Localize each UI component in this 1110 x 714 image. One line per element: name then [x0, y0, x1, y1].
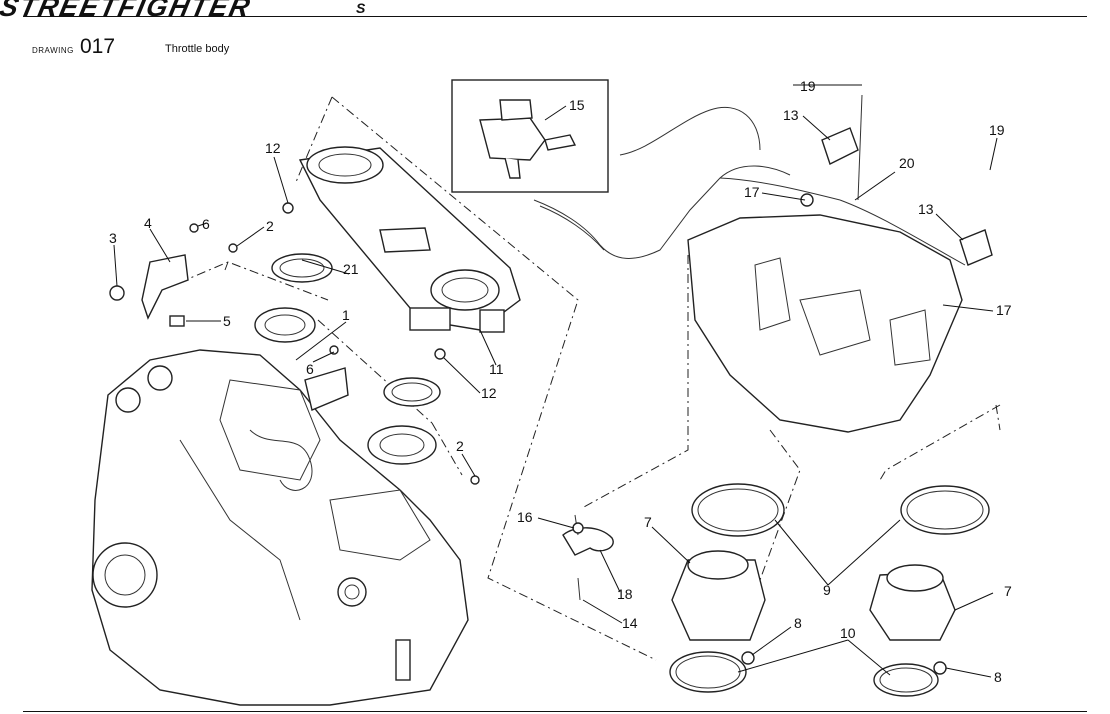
callout-7: 7 — [644, 514, 652, 530]
callout-21: 21 — [343, 261, 359, 277]
callout-8: 8 — [994, 669, 1002, 685]
header-divider — [23, 16, 1087, 17]
callout-6: 6 — [202, 216, 210, 232]
callout-3: 3 — [109, 230, 117, 246]
callout-12: 12 — [481, 385, 497, 401]
callout-labels: 12 6 2 3 4 5 21 1 6 11 12 2 15 19 13 17 … — [109, 78, 1012, 685]
callout-6: 6 — [306, 361, 314, 377]
footer-divider — [23, 711, 1087, 712]
callout-19: 19 — [989, 122, 1005, 138]
engine-assembly — [91, 349, 469, 706]
callout-11: 11 — [489, 361, 504, 377]
callout-9: 9 — [823, 582, 831, 598]
callout-12: 12 — [265, 140, 281, 156]
callout-8: 8 — [794, 615, 802, 631]
callout-19: 19 — [800, 78, 816, 94]
throttle-body-11 — [298, 146, 521, 333]
clamps-and-flanges — [109, 253, 614, 601]
page-header: STREETFIGHTER S — [0, 0, 1110, 40]
callout-2: 2 — [266, 218, 274, 234]
drawing-label: DRAWING — [32, 46, 74, 55]
intake-funnels — [669, 483, 990, 697]
callout-13: 13 — [783, 107, 799, 123]
callout-16: 16 — [517, 509, 533, 525]
drawing-number: 017 — [80, 35, 116, 58]
callout-14: 14 — [622, 615, 638, 631]
callout-17: 17 — [744, 184, 760, 200]
callout-7: 7 — [1004, 583, 1012, 599]
leader-lines — [113, 84, 998, 678]
callout-2: 2 — [456, 438, 464, 454]
callout-4: 4 — [144, 215, 152, 231]
callout-13: 13 — [918, 201, 934, 217]
fuel-lines-and-injectors — [533, 94, 993, 312]
inset-part-15 — [451, 79, 609, 193]
callout-1: 1 — [342, 307, 350, 323]
fasteners — [189, 202, 584, 534]
airbox — [687, 214, 963, 433]
callout-18: 18 — [617, 586, 633, 602]
brand-logo-suffix: S — [356, 0, 366, 16]
callout-17: 17 — [996, 302, 1012, 318]
drawing-title: Throttle body — [165, 43, 230, 55]
callout-20: 20 — [899, 155, 915, 171]
callout-5: 5 — [223, 313, 231, 329]
callout-10: 10 — [840, 625, 856, 641]
callout-15: 15 — [569, 97, 585, 113]
assembly-guide-lines — [161, 96, 1001, 661]
